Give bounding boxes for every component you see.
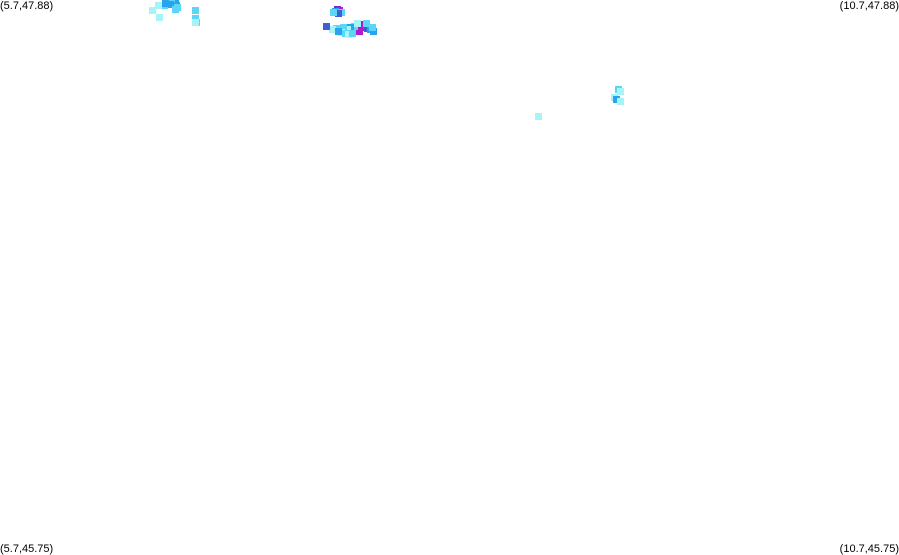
density-point bbox=[192, 15, 199, 22]
density-point bbox=[323, 23, 330, 30]
density-point bbox=[330, 9, 337, 16]
density-point bbox=[370, 28, 377, 35]
density-point bbox=[354, 20, 361, 27]
density-point bbox=[345, 31, 352, 38]
density-point bbox=[155, 2, 162, 9]
density-point bbox=[363, 20, 370, 27]
density-point bbox=[344, 26, 351, 33]
density-point bbox=[149, 7, 156, 14]
density-point bbox=[192, 19, 199, 26]
density-point bbox=[356, 28, 363, 35]
density-point bbox=[335, 28, 342, 35]
density-point bbox=[340, 24, 347, 31]
density-point bbox=[329, 26, 336, 33]
density-point bbox=[617, 88, 624, 95]
density-point bbox=[335, 10, 342, 17]
density-point bbox=[172, 6, 179, 13]
corner-label-bottom-right: (10.7,45.75) bbox=[839, 543, 899, 555]
density-point bbox=[192, 7, 199, 14]
corner-label-top-left: (5.7,47.88) bbox=[0, 0, 54, 12]
density-point bbox=[617, 98, 624, 105]
corner-label-top-right: (10.7,47.88) bbox=[839, 0, 899, 12]
density-point bbox=[369, 24, 376, 31]
density-point bbox=[535, 113, 542, 120]
density-point bbox=[349, 30, 356, 37]
density-point bbox=[613, 96, 620, 103]
density-point bbox=[167, 1, 174, 8]
corner-label-bottom-left: (5.7,45.75) bbox=[0, 543, 54, 555]
density-point bbox=[162, 0, 169, 7]
density-point bbox=[156, 14, 163, 21]
density-points-layer bbox=[149, 0, 624, 120]
